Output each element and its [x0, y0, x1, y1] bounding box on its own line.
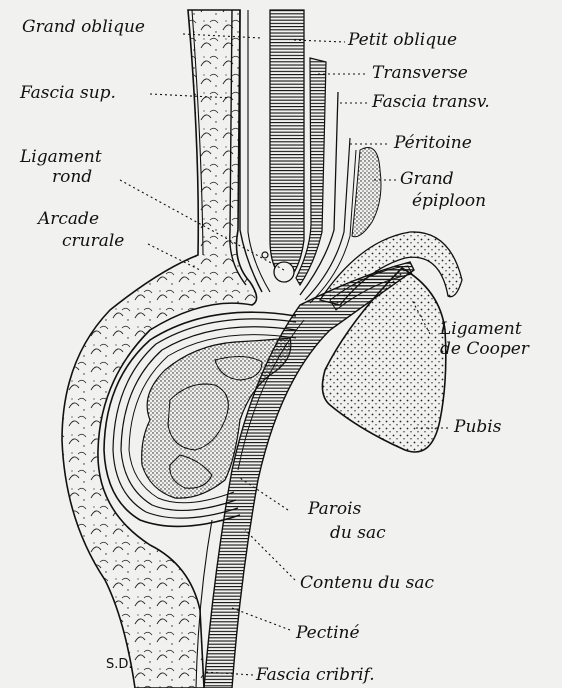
label-grand-epiploon-2: épiploon	[412, 191, 486, 211]
petit-oblique-muscle	[270, 10, 304, 282]
label-fascia-cribrif: Fascia cribrif.	[255, 665, 375, 685]
label-ligament-cooper-2: de Cooper	[440, 339, 530, 359]
label-pubis: Pubis	[453, 417, 502, 437]
label-parois-sac-1: Parois	[307, 499, 362, 519]
label-parois-sac-2: du sac	[330, 523, 386, 543]
label-peritoine: Péritoine	[393, 133, 472, 153]
label-contenu-sac: Contenu du sac	[300, 573, 434, 593]
artist-signature: S.D.	[106, 657, 133, 672]
label-petit-oblique: Petit oblique	[347, 30, 457, 50]
label-arcade-crurale-2: crurale	[62, 231, 124, 251]
label-grand-epiploon-1: Grand	[400, 169, 454, 189]
grand-epiploon	[352, 148, 381, 237]
label-pectine: Pectiné	[295, 623, 360, 643]
label-ligament-rond-2: rond	[52, 167, 92, 187]
label-transverse: Transverse	[372, 63, 468, 83]
label-ligament-cooper-1: Ligament	[439, 319, 522, 339]
label-fascia-transv: Fascia transv.	[371, 92, 490, 112]
grand-oblique-layer	[240, 10, 262, 292]
label-grand-oblique: Grand oblique	[22, 17, 145, 37]
label-fascia-sup: Fascia sup.	[19, 83, 116, 103]
label-ligament-rond-1: Ligament	[19, 147, 102, 167]
label-arcade-crurale-1: Arcade	[36, 209, 99, 229]
